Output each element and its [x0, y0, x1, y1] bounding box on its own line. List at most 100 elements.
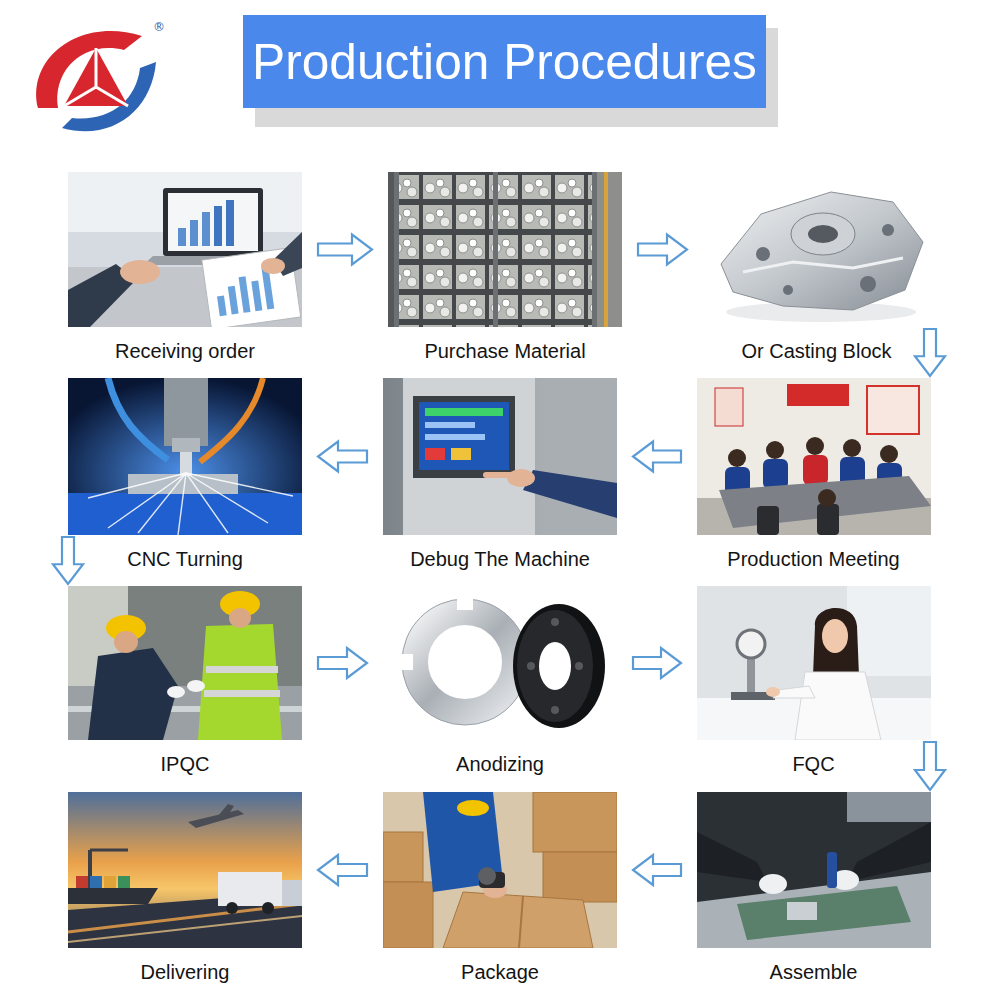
assemble-photo: [697, 792, 931, 948]
ipqc-photo-part: [206, 666, 278, 673]
step-caption: Package: [343, 960, 657, 984]
assemble-photo-part: [697, 792, 931, 948]
process-step: Debug The Machine: [383, 378, 617, 535]
order-photo-part-part: [217, 295, 227, 316]
flow-arrow: [633, 855, 681, 885]
meeting-photo-part: [880, 445, 898, 463]
delivery-photo-part: [90, 876, 102, 888]
cnc-photo-part-part: [88, 473, 186, 498]
meeting-photo-part: [867, 386, 919, 434]
assemble-photo-part: [697, 832, 767, 882]
flow-arrow: [915, 742, 945, 790]
anodizing-photo-part: [551, 618, 559, 626]
anodizing-photo: [383, 586, 617, 740]
company-logo: [36, 31, 156, 131]
anodizing-photo-part: [575, 662, 583, 670]
delivery-photo: [68, 792, 302, 948]
order-photo-part-part: [251, 281, 262, 312]
process-step: Purchase Material: [388, 172, 622, 327]
delivery-photo-part: [226, 902, 238, 914]
package-photo-part: [519, 896, 523, 948]
meeting-photo-part: [843, 439, 861, 457]
step-caption: Purchase Material: [348, 339, 662, 363]
step-caption: CNC Turning: [28, 547, 342, 571]
ipqc-photo-part: [88, 648, 178, 740]
machine-screen-photo-part: [419, 402, 509, 470]
meeting-photo-part: [757, 506, 779, 535]
order-photo-part: [226, 200, 234, 246]
order-photo-part: [214, 206, 222, 246]
flow-arrow: [318, 442, 367, 472]
order-photo-part: [120, 260, 160, 284]
process-step: CNC Turning: [68, 378, 302, 535]
process-step: IPQC: [68, 586, 302, 740]
flow-arrow: [633, 442, 681, 472]
ipqc-photo-part: [229, 608, 251, 628]
ipqc-photo-part: [68, 586, 302, 740]
flow-arrow: [633, 648, 681, 678]
warehouse-photo-part: [604, 172, 608, 327]
warehouse-photo-part: [592, 172, 597, 327]
delivery-photo-part: [218, 804, 234, 818]
anodizing-photo-part: [539, 642, 571, 690]
meeting-photo-part: [806, 437, 824, 455]
anodizing-photo-part: [415, 612, 515, 712]
ipqc-photo-part: [114, 631, 138, 653]
delivery-photo-part: [262, 902, 274, 914]
ipqc-photo-part: [204, 690, 280, 697]
process-step: Assemble: [697, 792, 930, 948]
process-step: FQC: [697, 586, 930, 740]
delivery-photo-part: [282, 880, 302, 906]
fqc-photo-part: [795, 672, 881, 740]
cnc-photo-part: [172, 438, 200, 452]
cnc-photo-part: [68, 378, 302, 535]
order-photo-part: [202, 212, 210, 246]
delivery-photo-part: [68, 792, 302, 948]
fqc-photo-part: [737, 630, 765, 658]
package-photo-part: [423, 792, 503, 892]
cnc-photo-part-part: [186, 473, 293, 496]
order-photo-part: [261, 258, 285, 274]
process-step: Delivering: [68, 792, 302, 948]
order-photo-part: [178, 228, 186, 246]
anodizing-photo-part: [383, 586, 617, 740]
fqc-photo-part: [766, 687, 780, 697]
machine-screen-photo-part: [483, 472, 515, 478]
fqc-photo-part: [822, 619, 848, 653]
cnc-photo-part-part: [186, 473, 268, 523]
order-photo-part: [68, 172, 302, 327]
meeting-photo-part: [817, 504, 839, 535]
casting-photo: [703, 172, 937, 327]
flow-arrow: [318, 855, 367, 885]
machine-screen-photo-part: [425, 408, 503, 416]
meeting-photo-part: [763, 459, 788, 489]
registered-mark: ®: [153, 20, 165, 34]
casting-photo-part: [743, 258, 903, 272]
meeting-photo-part: [766, 441, 784, 459]
meeting-photo-part: [818, 489, 836, 507]
step-caption: Production Meeting: [657, 547, 970, 571]
casting-photo-part: [783, 285, 793, 295]
cnc-photo: [68, 378, 302, 535]
step-caption: Anodizing: [343, 752, 657, 776]
order-photo-part-part: [228, 286, 239, 315]
assemble-photo-part: [697, 872, 931, 948]
process-step: Receiving order: [68, 172, 302, 327]
delivery-photo-part: [68, 916, 302, 942]
company-logo-part: [64, 87, 96, 106]
machine-screen-photo-part: [425, 448, 445, 460]
anodizing-photo-part: [551, 706, 559, 714]
machine-screen-photo-part: [451, 448, 471, 460]
warehouse-photo-part: [388, 172, 622, 327]
anodizing-photo-part: [527, 662, 535, 670]
cnc-photo-part: [88, 473, 293, 535]
company-logo-part: [95, 48, 98, 87]
anodizing-photo-part: [399, 654, 413, 670]
meeting-photo-part: [728, 449, 746, 467]
process-step: Or Casting Block: [703, 172, 930, 327]
machine-screen-photo-part: [383, 378, 617, 535]
cnc-photo-part-part: [178, 473, 186, 535]
